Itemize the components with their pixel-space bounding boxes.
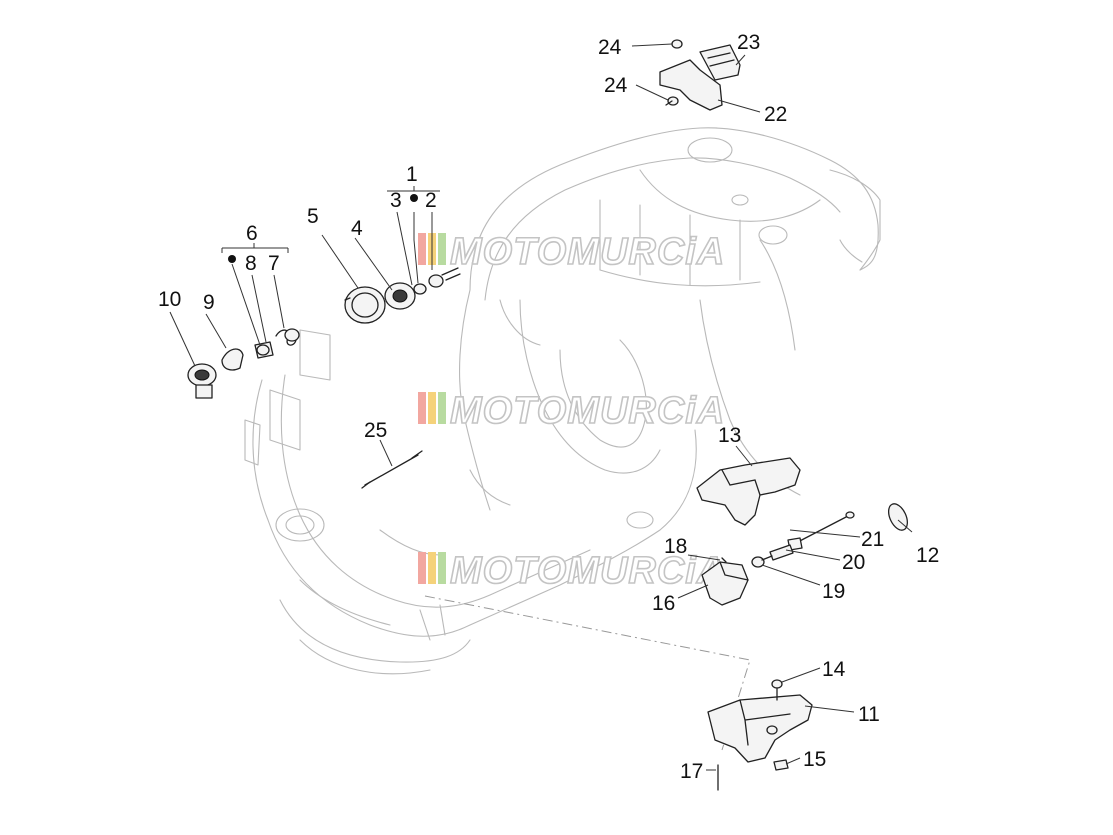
part-24-screw-top — [671, 39, 683, 49]
part-9-clip — [221, 348, 244, 371]
callout-21: 21 — [861, 528, 884, 551]
callout-13: 13 — [718, 424, 741, 447]
part-4-cylinder — [384, 282, 416, 310]
callout-23: 23 — [737, 31, 760, 54]
callout-7: 7 — [268, 252, 280, 275]
alignment-line — [424, 595, 751, 751]
part-14-bolt — [771, 679, 783, 701]
part-18-pin — [721, 557, 727, 563]
part-10-ignition-lock — [187, 363, 217, 399]
callout-2: 2 — [425, 189, 437, 212]
watermark-1: MOTOMURCiA — [418, 230, 725, 274]
part-3-washer — [413, 283, 427, 295]
part-15-nut — [773, 759, 789, 771]
callout-labels: 1 2 3 4 5 6 7 8 9 10 11 12 13 14 15 16 1… — [158, 31, 939, 783]
callout-1: 1 — [406, 163, 418, 186]
part-2-fitting — [428, 267, 461, 288]
callout-22: 22 — [764, 103, 787, 126]
callout-17: 17 — [680, 760, 703, 783]
callout-18: 18 — [664, 535, 687, 558]
part-6-ring — [284, 328, 300, 342]
watermark-2: MOTOMURCiA — [418, 389, 725, 433]
part-25-rod — [361, 450, 423, 489]
part-11-bracket — [707, 694, 813, 763]
part-24-screw-side — [665, 96, 679, 106]
callout-14: 14 — [822, 658, 846, 681]
watermark-text: MOTOMURCiA — [450, 550, 725, 592]
callout-11: 11 — [858, 703, 880, 726]
watermark-3: MOTOMURCiA — [418, 549, 725, 593]
part-21-cable — [787, 511, 855, 551]
callout-20: 20 — [842, 551, 865, 574]
part-20-spring — [769, 544, 794, 561]
callout-8: 8 — [245, 252, 257, 275]
callout-3: 3 — [390, 189, 402, 212]
watermark-text: MOTOMURCiA — [450, 390, 725, 432]
callout-4: 4 — [351, 217, 363, 240]
part-8-bushing — [254, 341, 274, 359]
part-22-bracket — [659, 59, 723, 111]
callout-5: 5 — [307, 205, 319, 228]
callout-16: 16 — [652, 592, 675, 615]
callout-9: 9 — [203, 291, 215, 314]
leader-lines — [169, 43, 913, 771]
callout-24a: 24 — [598, 36, 622, 59]
part-23-plate — [699, 44, 741, 81]
callout-25: 25 — [364, 419, 387, 442]
callout-15: 15 — [803, 748, 826, 771]
callout-12: 12 — [916, 544, 939, 567]
watermark-text: MOTOMURCiA — [450, 231, 725, 273]
callout-6: 6 — [246, 222, 258, 245]
part-19-screw — [751, 555, 773, 568]
part-16-actuator — [701, 561, 749, 606]
part-13-cover — [696, 457, 801, 526]
callout-24b: 24 — [604, 74, 628, 97]
part-5-ring-cover — [344, 286, 386, 324]
callout-19: 19 — [822, 580, 845, 603]
callout-10: 10 — [158, 288, 181, 311]
